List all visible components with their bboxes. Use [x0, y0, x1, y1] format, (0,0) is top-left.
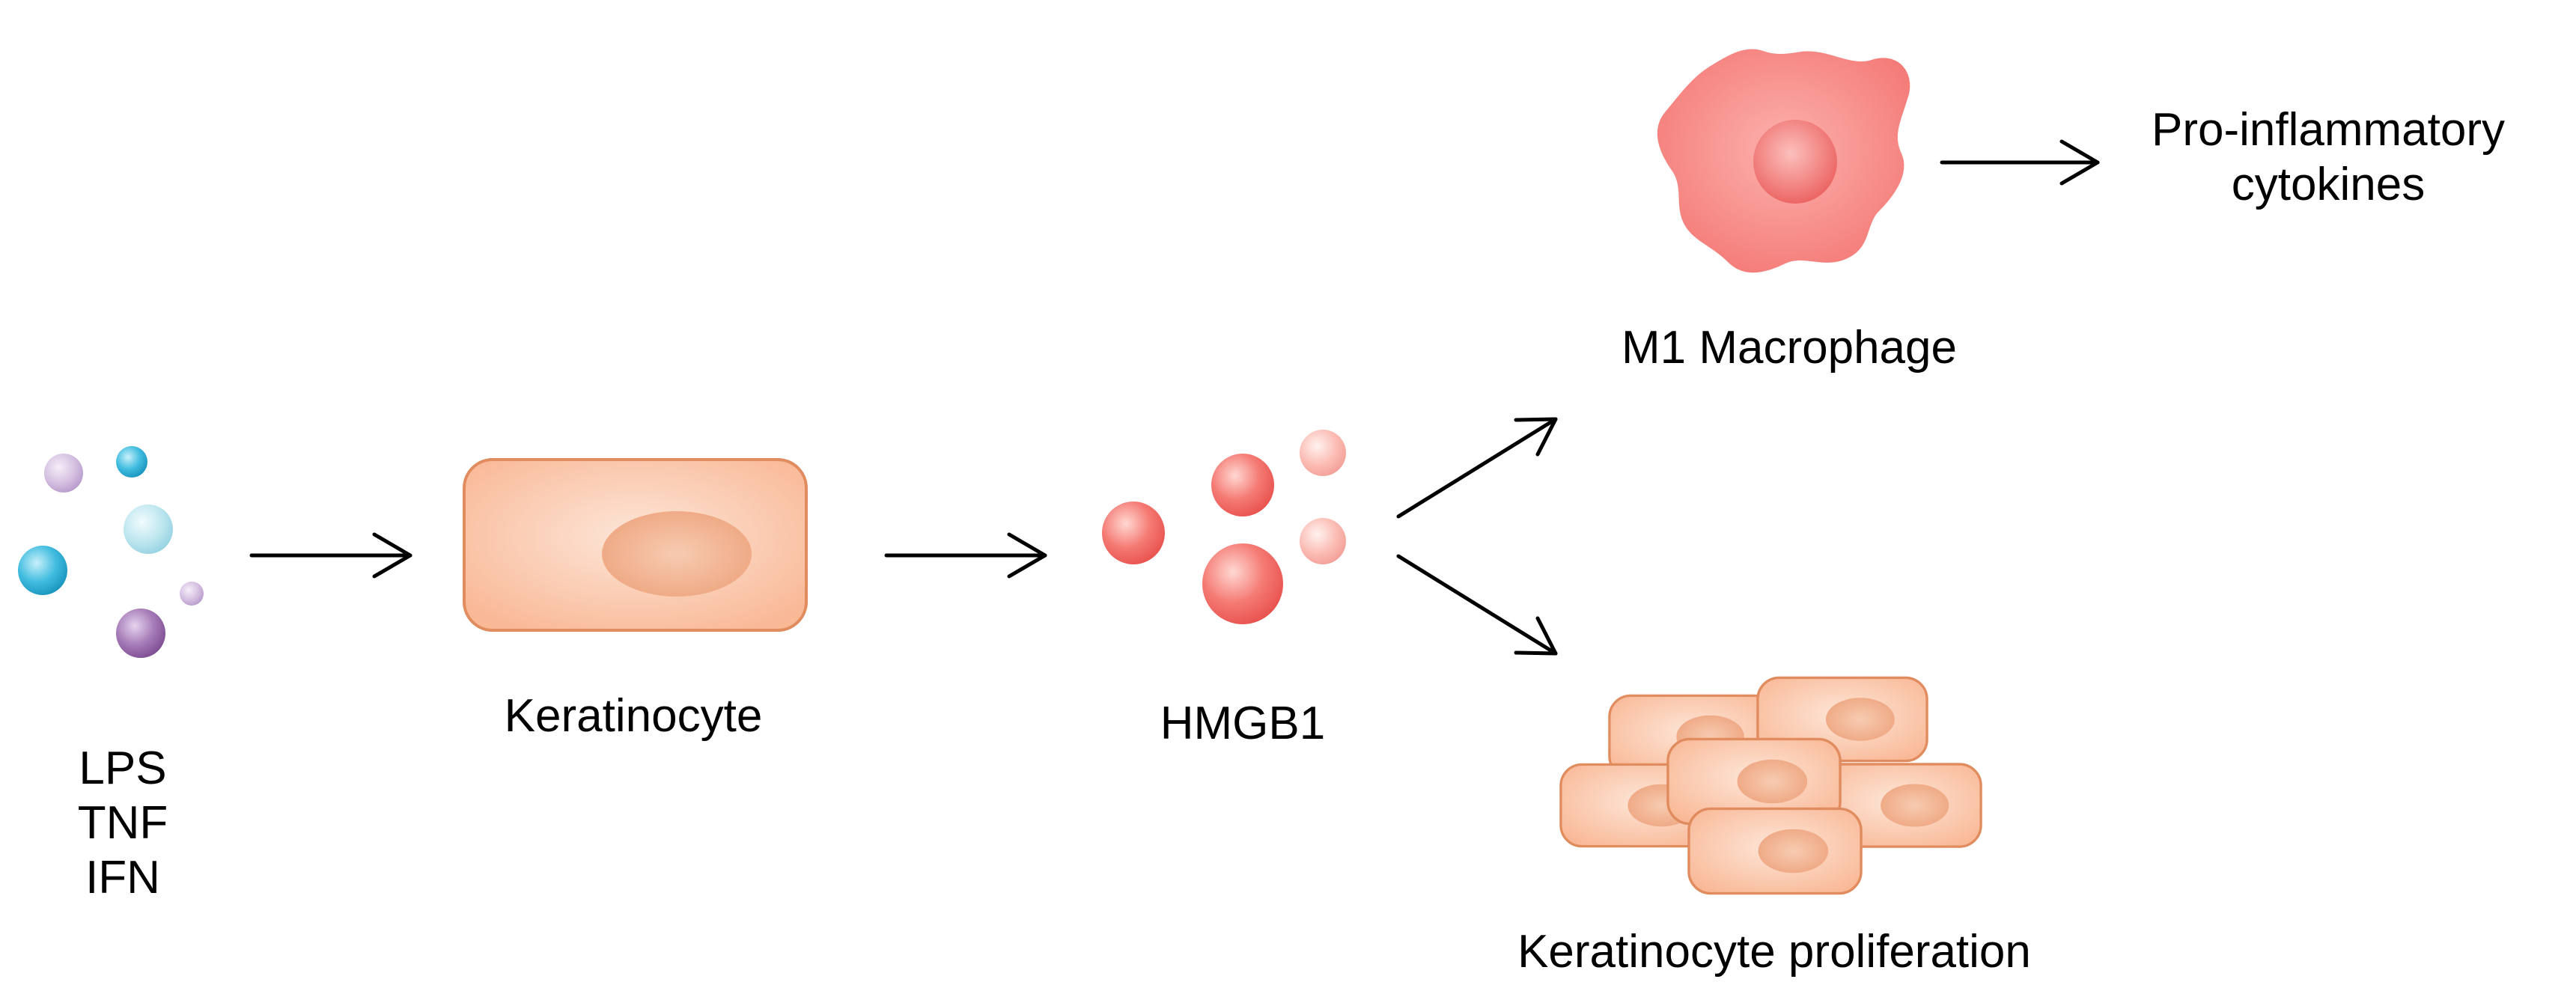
stimulus-sphere [18, 546, 67, 595]
stimulus-lps-label: LPS [79, 743, 167, 794]
arrow-stimuli-to-keratinocyte [249, 532, 412, 579]
hmgb1-sphere [1300, 518, 1346, 564]
stimuli-spheres [18, 446, 204, 658]
proliferating-cell [1687, 807, 1863, 895]
macrophage-nucleus [1753, 120, 1837, 204]
hmgb1-sphere [1211, 454, 1274, 516]
cytokines-label: Pro-inflammatory cytokines [2119, 103, 2538, 212]
cytokines-line-1: Pro-inflammatory [2152, 104, 2505, 156]
stimulus-sphere [180, 582, 204, 606]
macrophage-cell [1657, 49, 1910, 273]
keratinocyte-cell [463, 458, 808, 632]
hmgb1-sphere [1300, 430, 1346, 476]
keratinocyte-nucleus [602, 511, 752, 597]
arrow-keratinocyte-to-hmgb1 [884, 532, 1047, 579]
stimuli-label: LPS TNF IFN [63, 741, 183, 905]
stimulus-ifn-label: IFN [85, 852, 160, 904]
arrow-hmgb1-to-macrophage [1396, 417, 1558, 519]
proliferation-label: Keratinocyte proliferation [1517, 926, 2031, 978]
arrow-macrophage-to-cytokines [1940, 139, 2100, 186]
keratinocyte-label: Keratinocyte [504, 690, 763, 742]
arrow-hmgb1-to-proliferation [1396, 554, 1558, 656]
stimulus-sphere [124, 504, 173, 554]
hmgb1-label: HMGB1 [1160, 698, 1326, 749]
stimulus-sphere [116, 446, 147, 478]
stimulus-sphere [116, 609, 165, 658]
stimulus-tnf-label: TNF [77, 797, 168, 850]
stimulus-sphere [44, 454, 83, 493]
keratinocyte-cluster [1559, 676, 1982, 895]
cytokines-line-2: cytokines [2231, 159, 2426, 211]
hmgb1-sphere [1202, 543, 1283, 624]
arrows [249, 139, 2100, 656]
hmgb1-sphere [1102, 502, 1165, 564]
macrophage-label: M1 Macrophage [1621, 322, 1958, 374]
hmgb1-spheres [1102, 430, 1346, 624]
